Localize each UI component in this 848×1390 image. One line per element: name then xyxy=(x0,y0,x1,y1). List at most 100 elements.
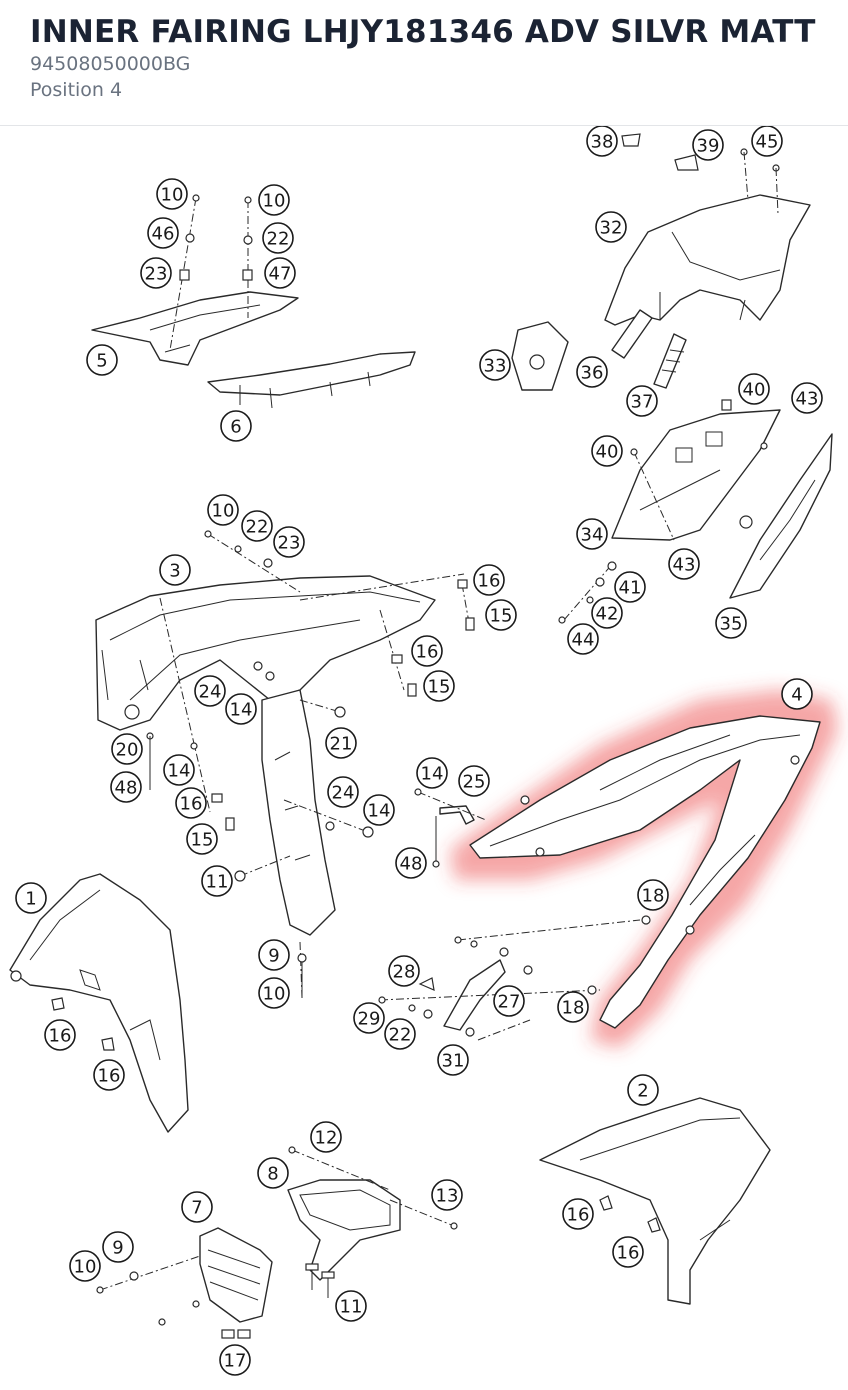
callout-c16c: 16 xyxy=(175,787,207,819)
callout-c16f: 16 xyxy=(562,1198,594,1230)
callout-number: 7 xyxy=(191,1198,202,1219)
callout-c24a: 24 xyxy=(194,675,226,707)
callout-circle xyxy=(86,344,118,376)
callout-circle xyxy=(668,548,700,580)
part-5-panel[interactable] xyxy=(91,291,299,366)
callout-number: 43 xyxy=(796,389,819,410)
part-25-bracket[interactable] xyxy=(414,788,487,868)
callout-c14d: 14 xyxy=(416,757,448,789)
callout-c37: 37 xyxy=(626,385,658,417)
callout-c14c: 14 xyxy=(363,794,395,826)
callout-c29: 29 xyxy=(353,1002,385,1034)
callout-c11a: 11 xyxy=(201,865,233,897)
callout-circle xyxy=(626,385,658,417)
part-6-panel[interactable] xyxy=(207,351,416,409)
callout-circle xyxy=(493,985,525,1017)
callout-circle xyxy=(567,623,599,655)
callout-c36: 36 xyxy=(576,356,608,388)
callout-c9b: 9 xyxy=(102,1231,134,1263)
callout-c14a: 14 xyxy=(225,693,257,725)
callout-c23a: 23 xyxy=(140,257,172,289)
callout-c15b: 15 xyxy=(423,670,455,702)
exploded-parts-diagram: 3839453233363740434043344142443510462310… xyxy=(9,126,838,1376)
callout-c2: 2 xyxy=(627,1074,659,1106)
callout-number: 36 xyxy=(581,363,604,384)
callout-circle xyxy=(715,607,747,639)
callout-circle xyxy=(458,765,490,797)
callout-circle xyxy=(258,977,290,1009)
callout-number: 23 xyxy=(145,264,168,285)
callout-circle xyxy=(576,518,608,550)
callout-c42: 42 xyxy=(591,597,623,629)
part-number: 94508050000BG xyxy=(30,53,191,75)
callout-number: 14 xyxy=(168,761,191,782)
callout-c10e: 10 xyxy=(69,1250,101,1282)
callout-number: 5 xyxy=(96,351,107,372)
callout-circle xyxy=(156,178,188,210)
part-1-side-fairing[interactable] xyxy=(9,873,189,1133)
part-2-side-fairing[interactable] xyxy=(539,1097,771,1305)
part-36-strip[interactable] xyxy=(611,309,653,359)
callout-number: 17 xyxy=(224,1351,247,1372)
part-7-vent[interactable] xyxy=(96,1227,273,1339)
callout-circle xyxy=(751,126,783,157)
part-32-rear-tail[interactable] xyxy=(604,194,811,326)
callout-c24b: 24 xyxy=(327,776,359,808)
callout-number: 16 xyxy=(617,1243,640,1264)
callout-number: 1 xyxy=(25,889,36,910)
callout-number: 39 xyxy=(697,136,720,157)
callout-number: 14 xyxy=(421,764,444,785)
callout-circle xyxy=(479,349,511,381)
callout-number: 22 xyxy=(389,1025,412,1046)
callout-circle xyxy=(612,1236,644,1268)
part-35-side-panel[interactable] xyxy=(729,433,833,599)
part-3-front-fairing[interactable] xyxy=(95,575,436,731)
callout-c46: 46 xyxy=(147,217,179,249)
callout-c22a: 22 xyxy=(262,222,294,254)
callout-number: 38 xyxy=(591,132,614,153)
callout-number: 11 xyxy=(340,1297,363,1318)
callout-circle xyxy=(93,1059,125,1091)
callout-circle xyxy=(384,1018,416,1050)
callout-number: 42 xyxy=(596,604,619,625)
callout-number: 16 xyxy=(49,1026,72,1047)
callout-c6: 6 xyxy=(220,410,252,442)
part-8-frame[interactable] xyxy=(287,1146,458,1298)
callout-number: 46 xyxy=(152,224,175,245)
callout-circle xyxy=(473,564,505,596)
part-33-bracket[interactable] xyxy=(511,321,569,391)
callout-circle xyxy=(110,771,142,803)
callout-c14b: 14 xyxy=(163,754,195,786)
callout-c23b: 23 xyxy=(273,526,305,558)
callout-c16b: 16 xyxy=(411,635,443,667)
part-4-inner-fairing[interactable] xyxy=(469,715,821,1029)
callout-number: 41 xyxy=(619,578,642,599)
callout-circle xyxy=(411,635,443,667)
callout-c4: 4 xyxy=(781,678,813,710)
callout-number: 4 xyxy=(791,685,802,706)
callout-c18a: 18 xyxy=(637,879,669,911)
part-37-strip[interactable] xyxy=(653,333,687,389)
callout-number: 10 xyxy=(161,185,184,206)
callout-number: 6 xyxy=(230,417,241,438)
callout-circle xyxy=(595,211,627,243)
part-34-side-panel[interactable] xyxy=(611,409,781,541)
callout-circle xyxy=(325,727,357,759)
callout-c10a: 10 xyxy=(156,178,188,210)
callout-number: 24 xyxy=(199,682,222,703)
callout-number: 15 xyxy=(191,830,214,851)
callout-c38: 38 xyxy=(586,126,618,157)
callout-circle xyxy=(327,776,359,808)
callout-c27: 27 xyxy=(493,985,525,1017)
callout-number: 48 xyxy=(400,854,423,875)
callout-c11b: 11 xyxy=(335,1290,367,1322)
callout-c15c: 15 xyxy=(186,823,218,855)
callout-circle xyxy=(738,373,770,405)
callout-c1: 1 xyxy=(15,882,47,914)
callout-number: 29 xyxy=(358,1009,381,1030)
callout-number: 35 xyxy=(720,614,743,635)
callout-c10c: 10 xyxy=(207,494,239,526)
part-27-cover[interactable] xyxy=(378,915,651,1041)
part-inner-side-panel[interactable] xyxy=(261,689,336,936)
